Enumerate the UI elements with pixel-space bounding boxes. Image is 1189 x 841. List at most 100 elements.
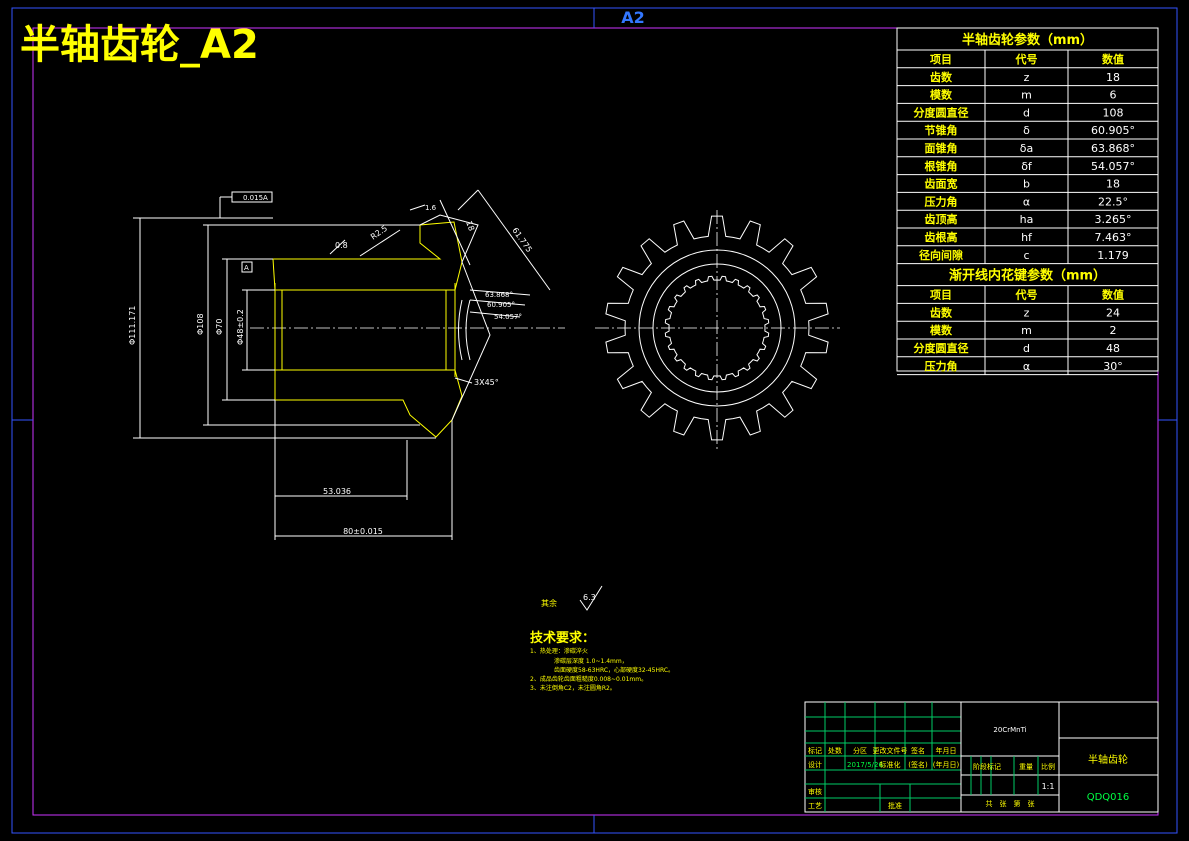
- gear-table-row-6-cell-1: b: [1023, 178, 1030, 191]
- tech-req-line-3: 齿面硬度58-63HRC，心部硬度32-45HRC。: [530, 666, 674, 674]
- gear-table-row-2-cell-0: 分度圆直径: [914, 105, 969, 119]
- spline-table-title: 渐开线内花键参数（mm）: [949, 268, 1106, 284]
- title-date-label: (年月日): [933, 760, 960, 769]
- gear-table-row-9-cell-0: 齿根高: [925, 230, 958, 244]
- dim-root-angle: 54.057°: [494, 313, 522, 321]
- section-view: [133, 189, 565, 540]
- gear-table-row-2-cell-2: 108: [1103, 106, 1124, 119]
- gear-table-row-3-cell-0: 节锥角: [925, 123, 958, 137]
- roughness-rest-label: 其余: [541, 598, 557, 608]
- gear-table-row-1-cell-1: m: [1021, 89, 1032, 102]
- title-row-label-1: 处数: [828, 746, 842, 755]
- title-design-label: 设计: [808, 760, 822, 769]
- spline-table-row-3-cell-0: 压力角: [925, 359, 958, 373]
- title-approve-label: 批准: [888, 801, 902, 810]
- spline-table-row-1-cell-1: m: [1021, 324, 1032, 337]
- gear-table-row-0-cell-2: 18: [1106, 71, 1120, 84]
- title-sign-label: (签名): [908, 760, 928, 769]
- title-part-name: 半轴齿轮: [1088, 753, 1128, 766]
- gear-table-row-3-cell-2: 60.905°: [1091, 124, 1135, 137]
- gear-table-row-8-cell-0: 齿顶高: [925, 212, 958, 226]
- title-weight-label: 重量: [1019, 763, 1033, 771]
- gear-table-row-4-cell-2: 63.868°: [1091, 142, 1135, 155]
- spline-table-row-3-cell-2: 30°: [1103, 360, 1123, 373]
- gear-table-row-0-cell-0: 齿数: [930, 70, 953, 84]
- spline-table-row-0-cell-0: 齿数: [930, 305, 953, 319]
- gear-table-row-6-cell-2: 18: [1106, 178, 1120, 191]
- gear-table-header-cell-2: 数值: [1102, 52, 1124, 66]
- sheet-size-label: A2: [621, 8, 645, 27]
- gear-table-header-cell-0: 项目: [930, 53, 952, 66]
- dim-hub-diameter: Φ70: [215, 319, 224, 335]
- gear-table-row-9-cell-1: hf: [1021, 231, 1033, 244]
- sheet-title: 半轴齿轮_A2: [20, 22, 259, 68]
- gear-table-row-10-cell-0: 径向间隙: [919, 248, 963, 262]
- datum-label-top: A: [263, 194, 268, 202]
- title-material: 20CrMnTi: [993, 726, 1026, 734]
- dim-outer-diameter: Φ111.171: [128, 306, 137, 345]
- gear-table-row-4-cell-0: 面锥角: [925, 141, 958, 155]
- gear-table-row-5-cell-1: δf: [1021, 160, 1033, 173]
- tech-req-line-4: 2、成品齿轮齿面粗糙度0.008~0.01mm。: [530, 675, 647, 683]
- tech-req-line-1: 1、热处理：渗碳淬火: [530, 647, 588, 655]
- tech-req-title: 技术要求：: [530, 630, 595, 646]
- roughness-rest-value: 6.3: [583, 593, 596, 602]
- gear-table-row-4-cell-1: δa: [1020, 142, 1033, 155]
- title-row-label-5: 年月日: [936, 746, 957, 755]
- gear-table-title: 半轴齿轮参数（mm）: [962, 32, 1093, 48]
- title-row-label-4: 签名: [911, 746, 925, 755]
- gear-table-row-0-cell-1: z: [1024, 71, 1030, 84]
- technical-requirements: 技术要求： 1、热处理：渗碳淬火 渗碳层深度 1.0~1.4mm， 齿面硬度58…: [530, 630, 674, 692]
- gear-root-circle: [638, 249, 796, 407]
- spline-table-row-2-cell-2: 48: [1106, 342, 1120, 355]
- title-stage-label: 阶段标记: [973, 762, 1001, 771]
- gear-table-row-10-cell-1: c: [1023, 249, 1029, 262]
- section-dimension-labels: Φ111.171 Φ108 Φ70 Φ48±0.2 53.036 80±0.01…: [128, 194, 534, 536]
- tech-req-line-2: 渗碳层深度 1.0~1.4mm，: [530, 657, 628, 665]
- roughness-value-1: 0.8: [335, 241, 348, 250]
- title-drawing-no: QDQ016: [1087, 792, 1130, 803]
- gear-table-row-5-cell-2: 54.057°: [1091, 160, 1135, 173]
- gear-table-header-cell-1: 代号: [1015, 52, 1038, 66]
- dim-chamfer: 3X45°: [474, 378, 499, 387]
- dim-tooth-width: 18: [464, 220, 476, 233]
- gear-table-row-1-cell-0: 模数: [930, 88, 953, 102]
- roughness-rest: 其余 6.3: [541, 585, 603, 611]
- gear-table-row-9-cell-2: 7.463°: [1095, 231, 1132, 244]
- title-sheet-info: 共 张 第 张: [986, 799, 1035, 808]
- spline-table-row-0-cell-2: 24: [1106, 306, 1120, 319]
- datum-label: A: [244, 264, 249, 272]
- tolerance-value: 0.015: [243, 194, 263, 202]
- gear-outline: [605, 215, 829, 441]
- gear-table-row-7-cell-0: 压力角: [925, 194, 958, 208]
- title-scale-label: 比例: [1041, 762, 1055, 771]
- dim-length-53: 53.036: [323, 487, 351, 496]
- gear-table-row-5-cell-0: 根锥角: [925, 159, 958, 173]
- end-view: [595, 210, 840, 450]
- section-hatch-upper: [272, 221, 463, 291]
- title-scale: 1:1: [1042, 782, 1055, 791]
- tech-req-line-5: 3、未注倒角C2，未注圆角R2。: [530, 684, 616, 692]
- spline-table-header-cell-2: 数值: [1102, 288, 1124, 302]
- gear-table-row-8-cell-1: ha: [1020, 213, 1034, 226]
- gear-table-row-3-cell-1: δ: [1023, 124, 1030, 137]
- title-standard-label: 标准化: [880, 760, 901, 769]
- dim-length-80: 80±0.015: [343, 527, 383, 536]
- gear-table-row-8-cell-2: 3.265°: [1095, 213, 1132, 226]
- gear-table-row-6-cell-0: 齿面宽: [925, 177, 958, 191]
- spline-outline: [664, 275, 770, 381]
- section-hatch-lower: [274, 369, 463, 438]
- gear-table-row-10-cell-2: 1.179: [1097, 249, 1129, 262]
- dim-face-angle: 63.868°: [485, 291, 513, 299]
- gear-table-row-7-cell-1: α: [1023, 195, 1030, 208]
- dim-bore-diameter: Φ48±0.2: [236, 309, 245, 345]
- spline-table-row-1-cell-2: 2: [1110, 324, 1117, 337]
- gear-hub-circle: [652, 263, 782, 393]
- gear-table-row-2-cell-1: d: [1023, 106, 1030, 119]
- gear-table-row-7-cell-2: 22.5°: [1098, 195, 1128, 208]
- title-row-label-2: 分区: [853, 746, 867, 755]
- title-review-label: 审核: [808, 787, 822, 796]
- title-row-label-0: 标记: [808, 746, 822, 755]
